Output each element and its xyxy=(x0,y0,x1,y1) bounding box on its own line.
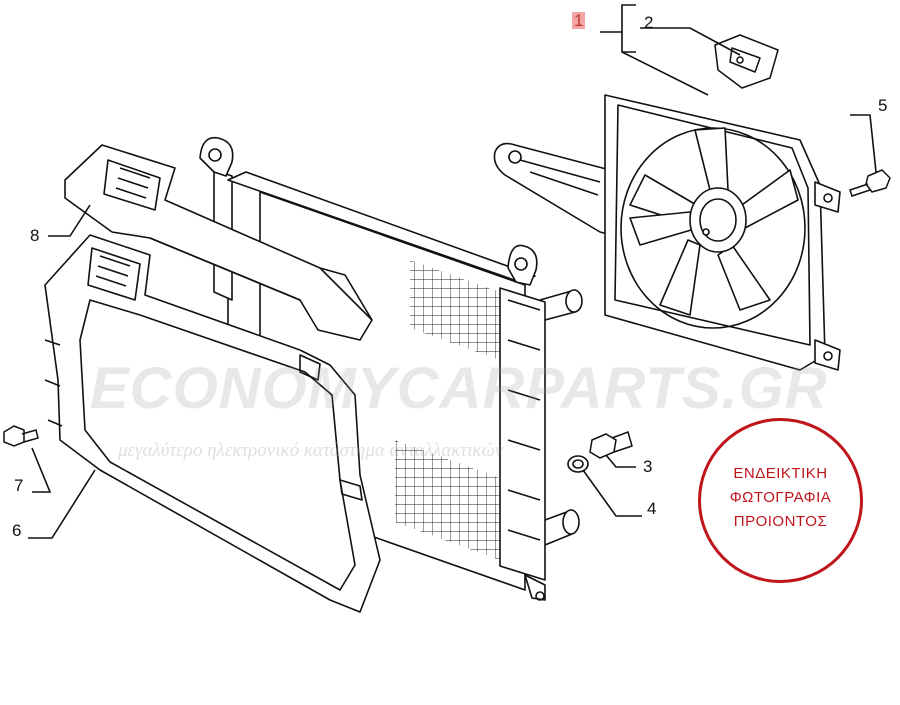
stamp-line-1: ΕΝΔΕΙΚΤΙΚΗ xyxy=(733,465,828,482)
leader-lines xyxy=(28,4,877,539)
bolt-5 xyxy=(849,169,891,197)
watermark-subtext: μεγαλύτερο ηλεκτρονικό κατάστημα ανταλλα… xyxy=(118,440,504,461)
callout-1[interactable]: 1 xyxy=(572,11,586,30)
callout-6[interactable]: 6 xyxy=(12,521,22,540)
stamp-line-3: ΠΡΟΙΟΝΤΟΣ xyxy=(733,513,828,530)
thermo-switch xyxy=(589,431,633,459)
callout-2[interactable]: 2 xyxy=(644,13,654,32)
callout-7[interactable]: 7 xyxy=(14,476,24,495)
fan-resistor xyxy=(714,34,779,89)
callout-3[interactable]: 3 xyxy=(643,457,653,476)
upper-bracket xyxy=(64,144,373,341)
watermark: ECONOMYCARPARTS.GR xyxy=(90,356,828,421)
fan-shroud-frame xyxy=(44,234,381,613)
callout-5[interactable]: 5 xyxy=(878,96,888,115)
callout-8[interactable]: 8 xyxy=(30,226,40,245)
callout-4[interactable]: 4 xyxy=(647,499,657,518)
cooling-fan-assembly xyxy=(493,94,841,371)
stamp-line-2: ΦΩΤΟΓΡΑΦΙΑ xyxy=(729,489,832,506)
sealing-washer xyxy=(567,455,589,473)
bolt-7 xyxy=(3,425,39,447)
indicative-photo-stamp: ΕΝΔΕΙΚΤΙΚΗ ΦΩΤΟΓΡΑΦΙΑ ΠΡΟΙΟΝΤΟΣ xyxy=(698,418,863,583)
